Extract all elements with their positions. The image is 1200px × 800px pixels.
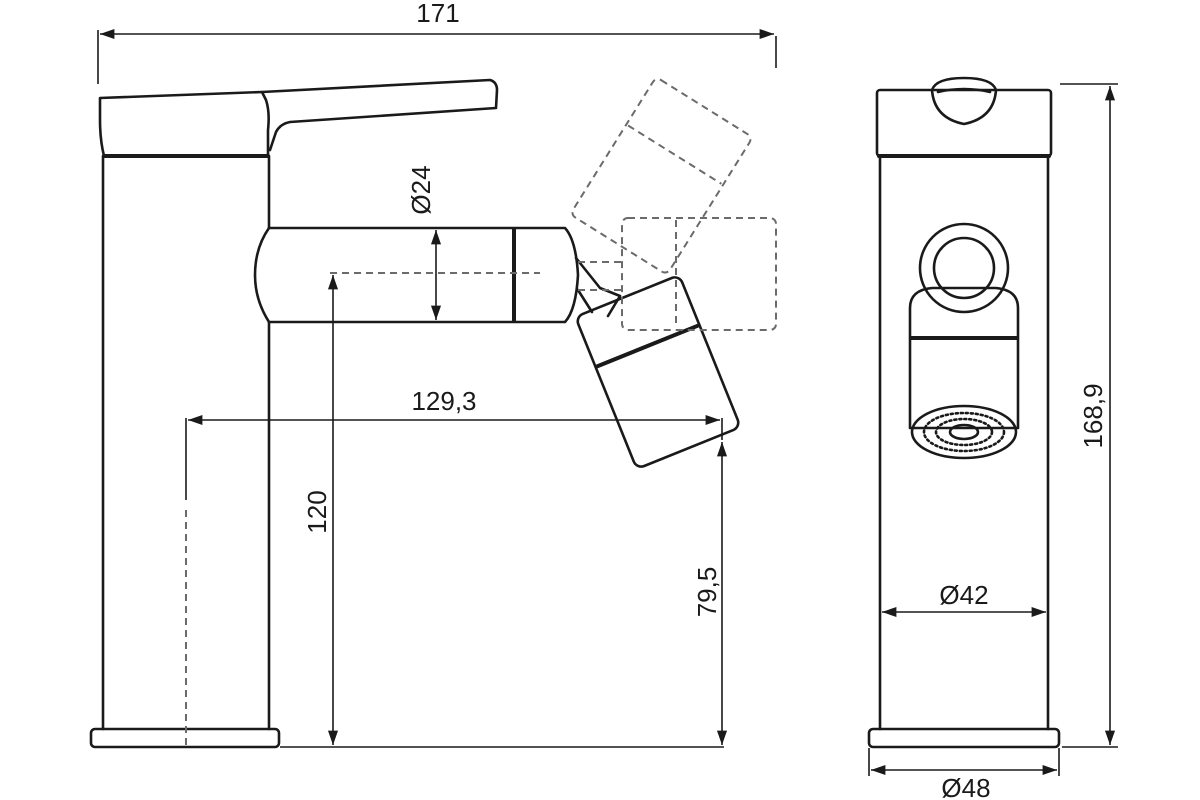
dim-spout-diameter-label: Ø24 — [406, 165, 436, 214]
side-aerator-alt-tilted — [571, 78, 752, 274]
front-body-column — [878, 154, 1050, 731]
side-handle-cap — [98, 90, 270, 158]
front-view-dimensions: 168,9 Ø42 Ø48 — [868, 83, 1118, 800]
front-spout-ring-inner — [932, 236, 996, 300]
front-base-plate — [867, 727, 1061, 749]
side-handle-lever — [260, 78, 499, 152]
side-aerator-solid — [576, 276, 740, 468]
front-aerator-body — [908, 286, 1020, 430]
side-spout — [253, 226, 580, 324]
side-view-dimensions: 171 Ø24 129,3 120 79,5 — [97, 0, 777, 748]
side-swivel-joint — [574, 256, 622, 318]
front-handle-lever — [930, 76, 998, 126]
dim-spout-axis-height-label: 120 — [302, 490, 332, 533]
front-aerator-mesh-center — [948, 423, 980, 441]
dim-base-diameter-label: Ø48 — [941, 773, 990, 800]
side-aerator-alt-horizontal — [578, 217, 777, 331]
side-view — [89, 78, 777, 749]
dim-total-height-label: 168,9 — [1078, 383, 1108, 448]
front-aerator-mesh-outer — [910, 404, 1018, 460]
side-body-column — [101, 154, 271, 731]
dim-overall-width-label: 171 — [416, 0, 459, 28]
dim-body-diameter-label: Ø42 — [939, 580, 988, 610]
front-spout-ring-outer — [918, 222, 1010, 314]
front-view — [867, 76, 1061, 749]
dim-outlet-height-label: 79,5 — [692, 567, 722, 618]
dim-spout-reach-label: 129,3 — [411, 386, 476, 416]
